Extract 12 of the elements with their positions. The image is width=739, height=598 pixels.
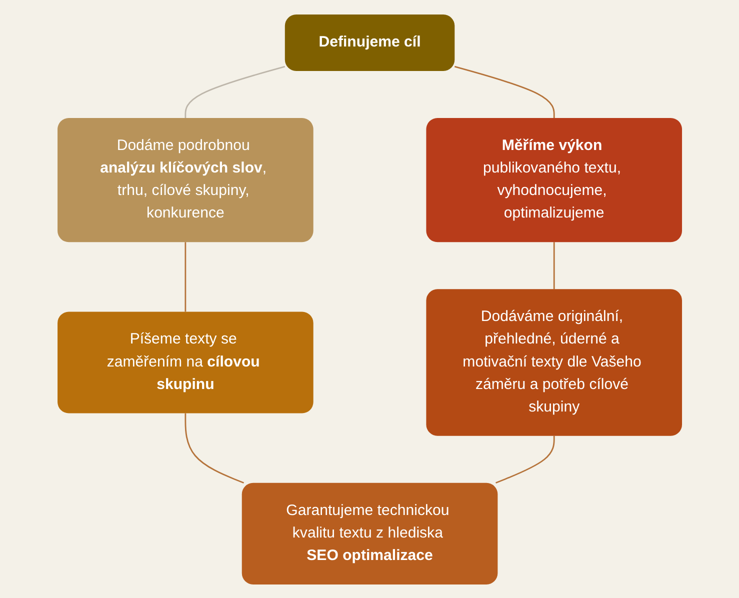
node-box: Dodáme podrobnou analýzu klíčových slov, trhu, cílové skupiny, konkurence — [57, 117, 314, 242]
connector — [184, 412, 244, 484]
node-box: Garantujeme technickou kvalitu textu z hlediska SEO optimalizace — [242, 482, 498, 584]
connector — [184, 242, 186, 312]
node-box: Definujeme cíl — [284, 14, 454, 70]
connector — [553, 242, 555, 289]
node-box: Měříme výkon publikovaného textu, vyhodnocujeme, optimalizujeme — [426, 117, 682, 242]
connector — [454, 65, 555, 118]
node-box: Píšeme texty se zaměřením na cílovou skupinu — [57, 311, 314, 413]
node-box: Dodáváme originální, přehledné, úderné a motivační texty dle Vašeho záměru a potřeb cílové skupiny — [426, 288, 682, 436]
connector — [495, 435, 555, 484]
connector — [184, 65, 285, 118]
